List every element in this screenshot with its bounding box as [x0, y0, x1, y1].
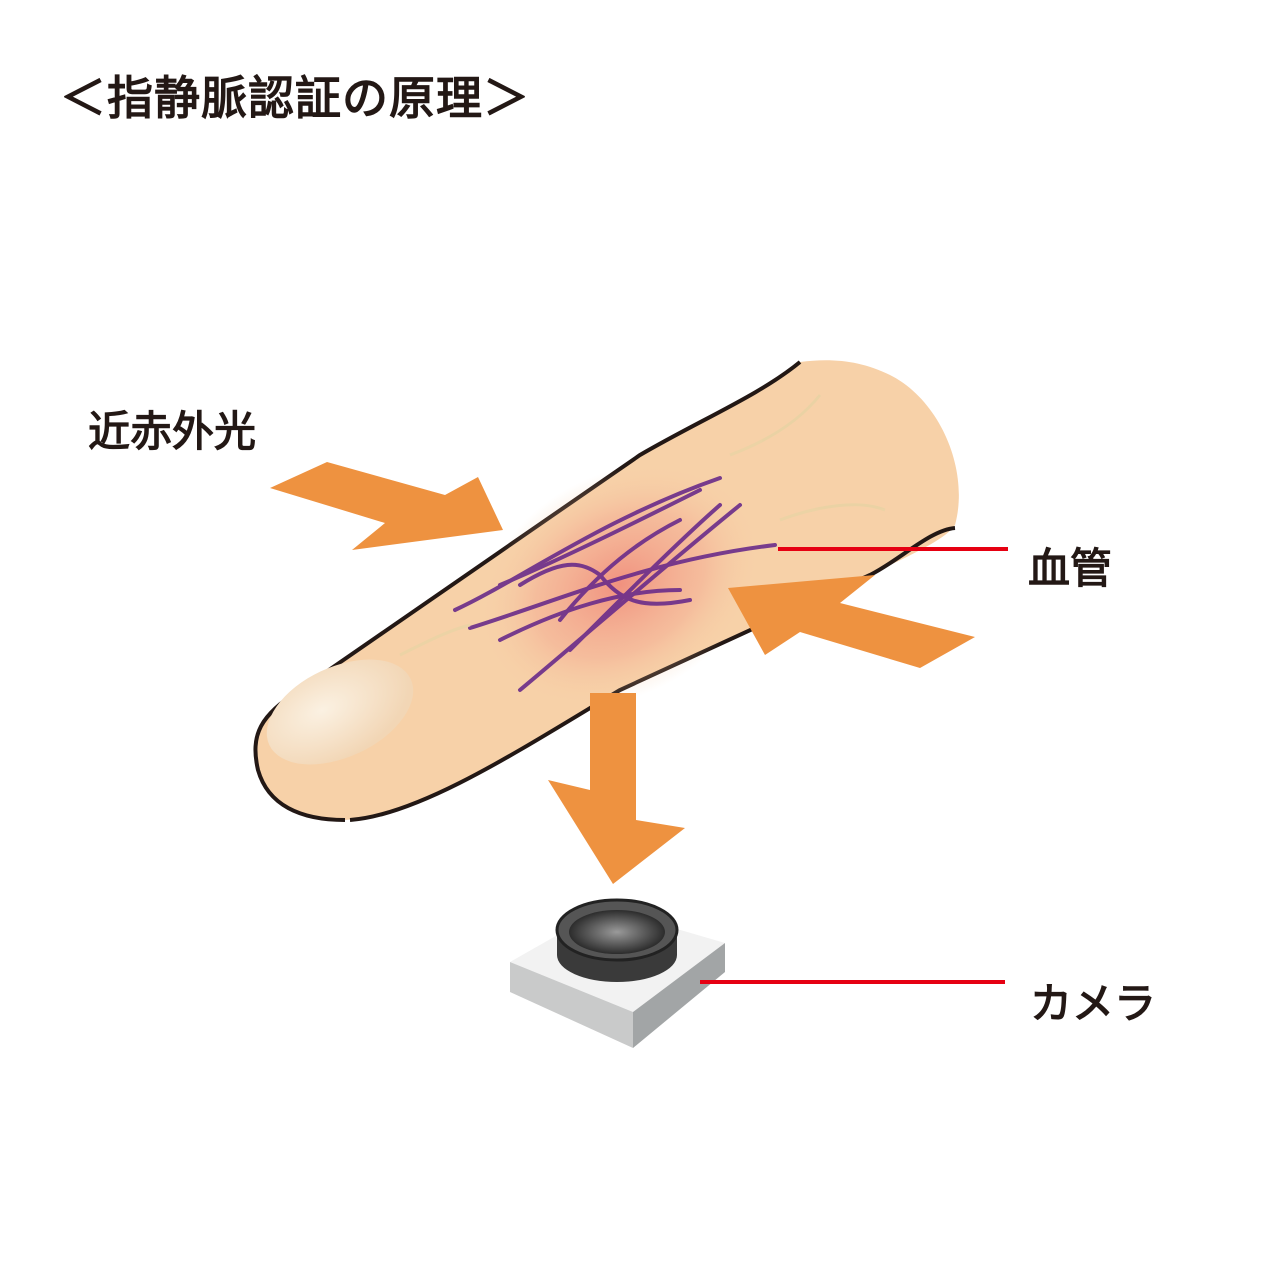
camera-label: カメラ — [1030, 979, 1157, 1028]
infrared-glow — [478, 463, 762, 707]
infrared-arrow-right — [728, 575, 975, 668]
near-infrared-label: 近赤外光 — [88, 407, 257, 456]
blood-vessels — [453, 476, 777, 692]
transmitted-light-arrow-down — [548, 693, 685, 884]
infrared-arrow-left — [270, 462, 503, 550]
finger — [253, 360, 959, 822]
camera-base-right — [633, 943, 725, 1048]
fingernail — [266, 659, 414, 765]
faint-vessels — [399, 394, 886, 657]
camera-base-left — [510, 962, 633, 1048]
camera-lens-glass — [569, 910, 665, 954]
blood-vessel-label: 血管 — [1028, 544, 1113, 593]
camera-device — [510, 898, 725, 1048]
finger-outline — [253, 360, 956, 822]
diagram-title: ＜指静脈認証の原理＞ — [60, 71, 530, 125]
